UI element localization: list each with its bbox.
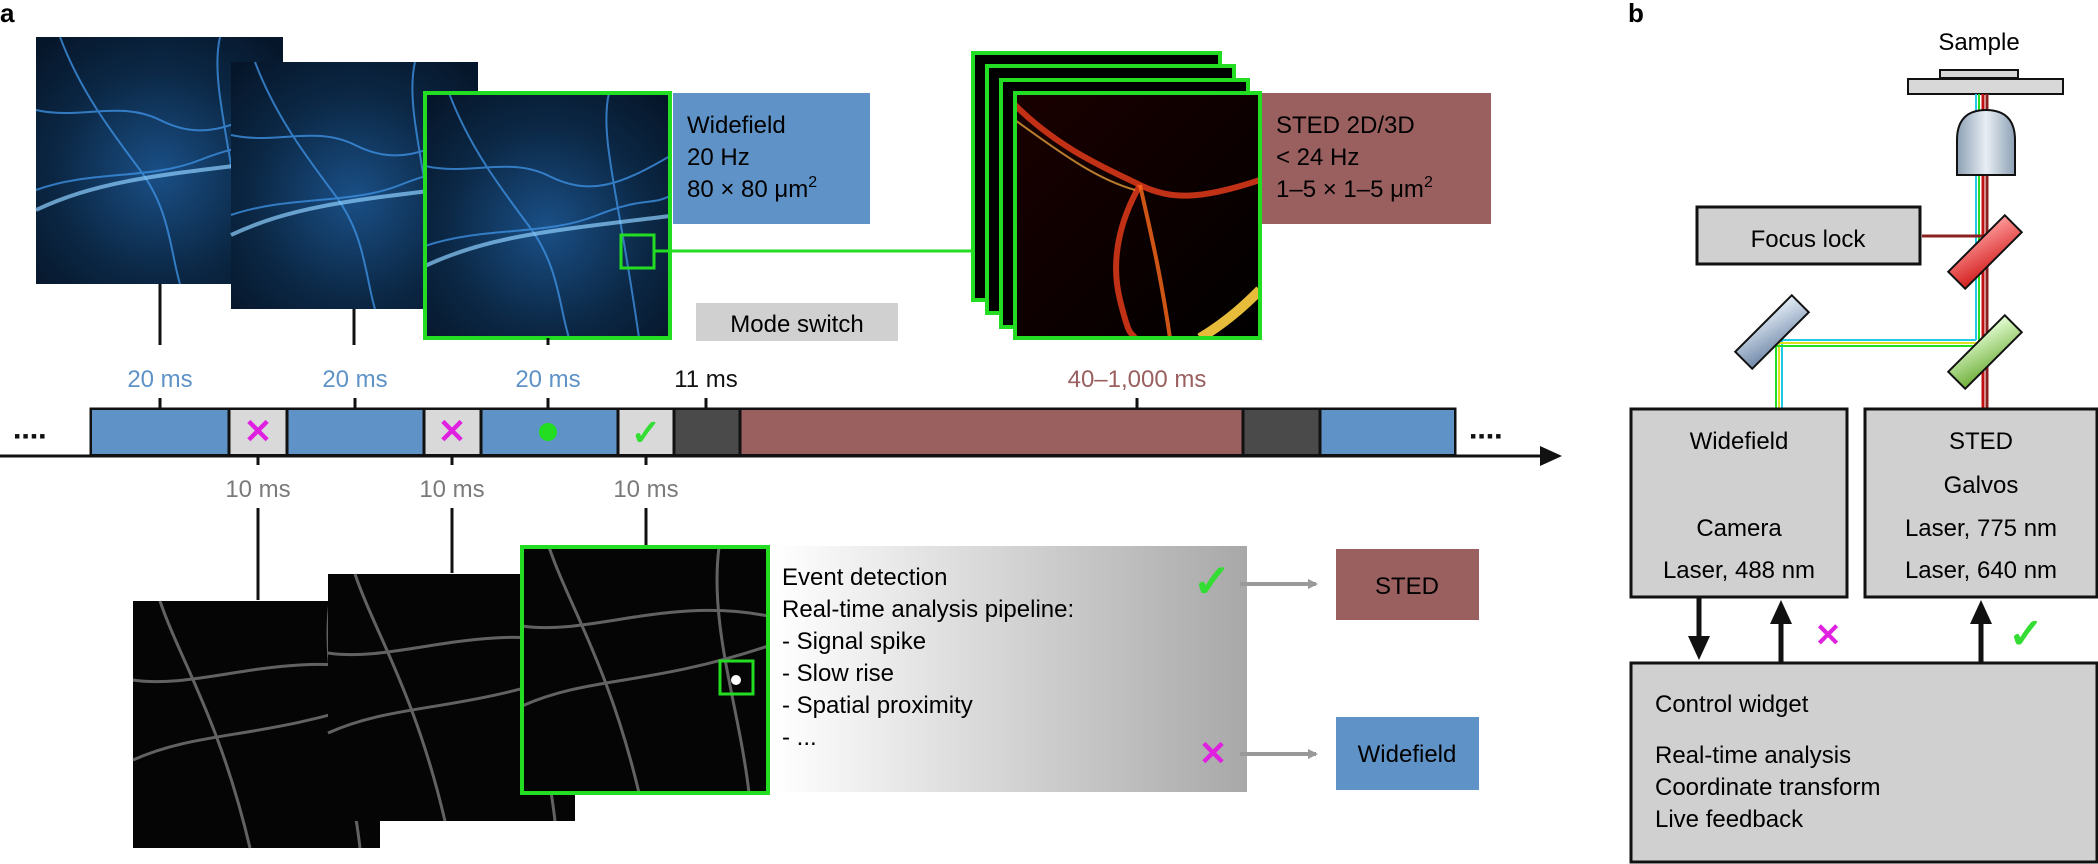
panel-label-b: b — [1628, 0, 1644, 28]
pipeline-subtitle: Real-time analysis pipeline: — [782, 596, 1074, 623]
panel-label-a: a — [0, 0, 15, 28]
ellipsis-left: ▪▪▪▪ — [14, 426, 48, 446]
control-widget-box: Control widget Real-time analysis Coordi… — [1629, 661, 2098, 864]
wf-info-rate: 20 Hz — [687, 144, 750, 171]
target-widefield-box: Widefield — [1336, 717, 1479, 790]
event-dot — [539, 423, 557, 441]
sted-info-box: STED 2D/3D < 24 Hz 1–5 × 1–5 μm2 — [1262, 93, 1491, 224]
sted-module-galvos: Galvos — [1944, 472, 2019, 499]
decision-reject-mark: ✕ — [1199, 735, 1228, 773]
svg-text:Focus lock: Focus lock — [1751, 226, 1867, 253]
sted-module-box: STED Galvos Laser, 775 nm Laser, 640 nm — [1863, 407, 2098, 599]
segment-mode-switch — [1243, 410, 1320, 454]
sted-info-fov: 1–5 × 1–5 μm — [1276, 176, 1424, 203]
svg-text:STED: STED — [1375, 573, 1439, 600]
timing-label-bottom-2: 10 ms — [419, 476, 484, 503]
sted-info-title: STED 2D/3D — [1276, 112, 1415, 139]
segment-sted — [740, 410, 1243, 454]
reject-mark: ✕ — [438, 413, 467, 451]
setup-accept-mark: ✓ — [2008, 610, 2043, 657]
bottom-connectors — [256, 455, 648, 600]
timing-label-top-3: 20 ms — [515, 366, 580, 393]
wf-info-fov-sup: 2 — [808, 174, 817, 191]
sted-module-title: STED — [1949, 428, 2013, 455]
focus-lock-dichroic — [1946, 213, 2024, 291]
top-connectors — [158, 284, 1139, 408]
segment-analysis — [229, 410, 287, 454]
widefield-module-title: Widefield — [1690, 428, 1789, 455]
decision-accept-mark: ✓ — [1193, 555, 1232, 607]
segment-analysis — [424, 410, 481, 454]
analysis-pipeline-box: Event detection Real-time analysis pipel… — [774, 546, 1247, 792]
timing-label-bottom-1: 10 ms — [225, 476, 290, 503]
svg-text:80 × 80 μm2: 80 × 80 μm2 — [687, 174, 817, 203]
segment-widefield — [287, 410, 424, 454]
analysis-image-3 — [520, 545, 770, 795]
widefield-module-laser: Laser, 488 nm — [1663, 557, 1815, 584]
setup-reject-mark: ✕ — [1815, 617, 1842, 653]
sample-stage — [1907, 69, 2064, 95]
sted-image-stack — [971, 51, 1262, 340]
sted-info-fov-sup: 2 — [1424, 174, 1433, 191]
pipeline-item: - Signal spike — [782, 628, 926, 655]
control-widget-item: Real-time analysis — [1655, 742, 1851, 769]
timing-label-top-4: 11 ms — [674, 366, 738, 393]
svg-text:Widefield: Widefield — [1358, 741, 1457, 768]
timeline: ▪▪▪▪ ▪▪▪▪ ✕ ✕ ✓ — [0, 407, 1562, 466]
sted-info-rate: < 24 Hz — [1276, 144, 1359, 171]
widefield-module-box: Widefield Camera Laser, 488 nm — [1629, 407, 1849, 599]
control-arrows — [1688, 597, 1992, 662]
timeline-arrowhead — [1540, 446, 1562, 466]
sted-module-laser-640: Laser, 640 nm — [1905, 557, 2057, 584]
sted-module-laser-775: Laser, 775 nm — [1905, 515, 2057, 542]
widefield-mirror — [1733, 293, 1811, 371]
timing-label-top-1: 20 ms — [127, 366, 192, 393]
timing-label-bottom-3: 10 ms — [613, 476, 678, 503]
svg-text:Mode switch: Mode switch — [730, 311, 863, 338]
segment-widefield — [1320, 410, 1454, 454]
svg-text:1–5 × 1–5 μm2: 1–5 × 1–5 μm2 — [1276, 174, 1433, 203]
pipeline-item: - Spatial proximity — [782, 692, 973, 719]
pipeline-item: - Slow rise — [782, 660, 894, 687]
segment-mode-switch — [674, 410, 740, 454]
widefield-info-box: Widefield 20 Hz 80 × 80 μm2 — [673, 93, 870, 224]
control-widget-title: Control widget — [1655, 691, 1809, 718]
wf-info-title: Widefield — [687, 112, 786, 139]
sample-label: Sample — [1938, 29, 2019, 56]
control-widget-item: Coordinate transform — [1655, 774, 1880, 801]
reject-mark: ✕ — [244, 413, 273, 451]
mode-switch-label: Mode switch — [696, 303, 898, 341]
focus-lock-box: Focus lock — [1695, 205, 1922, 266]
segment-widefield — [92, 410, 229, 454]
event-roi-box — [718, 659, 755, 696]
target-sted-box: STED — [1336, 549, 1479, 620]
wf-info-fov: 80 × 80 μm — [687, 176, 808, 203]
accept-mark: ✓ — [631, 412, 661, 453]
sted-dichroic — [1946, 313, 2024, 391]
timing-label-top-2: 20 ms — [322, 366, 387, 393]
pipeline-item: - ... — [782, 724, 817, 751]
segment-analysis — [618, 410, 674, 454]
objective-lens — [1956, 108, 2016, 176]
pipeline-title: Event detection — [782, 564, 947, 591]
timing-label-top-5: 40–1,000 ms — [1068, 366, 1207, 393]
widefield-module-camera: Camera — [1696, 515, 1782, 542]
widefield-image-3 — [423, 91, 672, 340]
control-widget-item: Live feedback — [1655, 806, 1804, 833]
ellipsis-right: ▪▪▪▪ — [1470, 426, 1504, 446]
